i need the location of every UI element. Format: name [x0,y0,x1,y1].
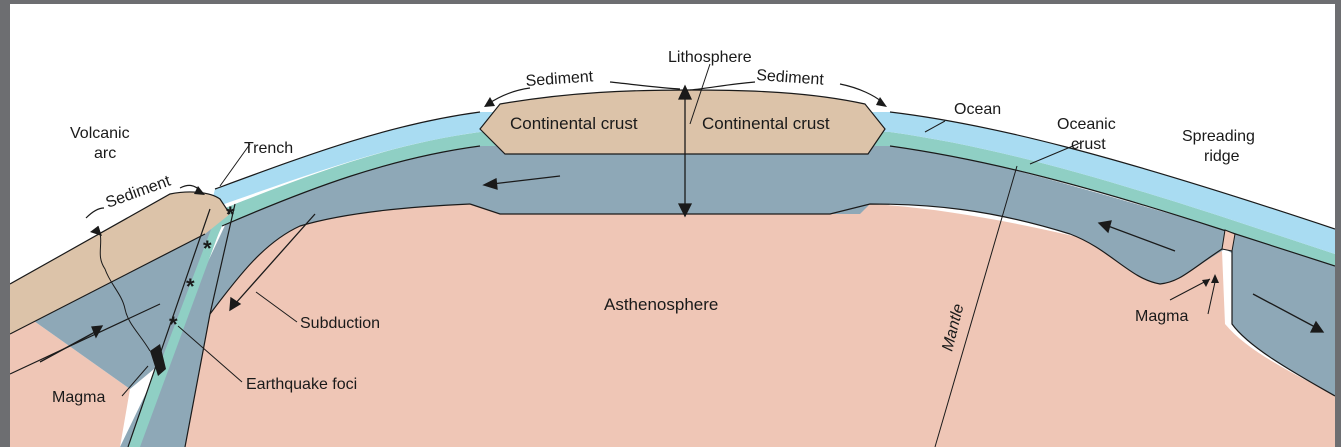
trench-label: Trench [244,140,293,157]
svg-text:*: * [169,312,178,337]
svg-text:*: * [226,202,235,227]
magma-left-label: Magma [52,389,105,406]
lithosphere-label: Lithosphere [668,49,752,66]
asthenosphere-label: Asthenosphere [604,295,718,314]
magma-right-label: Magma [1135,308,1188,325]
spreading-ridge-label-line1: Spreading [1182,128,1255,145]
plate-tectonics-diagram: * * * * Lithosphere Sediment Sediment Se… [10,4,1335,447]
svg-text:*: * [203,236,212,261]
continental-crust-right-label: Continental crust [702,114,830,133]
ocean-label: Ocean [954,101,1001,118]
volcanic-arc-label-line1: Volcanic [70,125,130,142]
volcanic-arc-label-line2: arc [94,145,116,162]
subduction-label: Subduction [300,315,380,332]
oceanic-crust-label-line1: Oceanic [1057,116,1116,133]
oceanic-crust-label-line2: crust [1071,136,1106,153]
sediment-left-label: Sediment [525,68,594,90]
earthquake-foci-label: Earthquake foci [246,376,357,393]
spreading-ridge-label-line2: ridge [1204,148,1240,165]
diagram-canvas: * * * * Lithosphere Sediment Sediment Se… [10,4,1335,447]
svg-text:*: * [186,274,195,299]
continental-crust-left-label: Continental crust [510,114,638,133]
sediment-right-label: Sediment [756,67,825,89]
